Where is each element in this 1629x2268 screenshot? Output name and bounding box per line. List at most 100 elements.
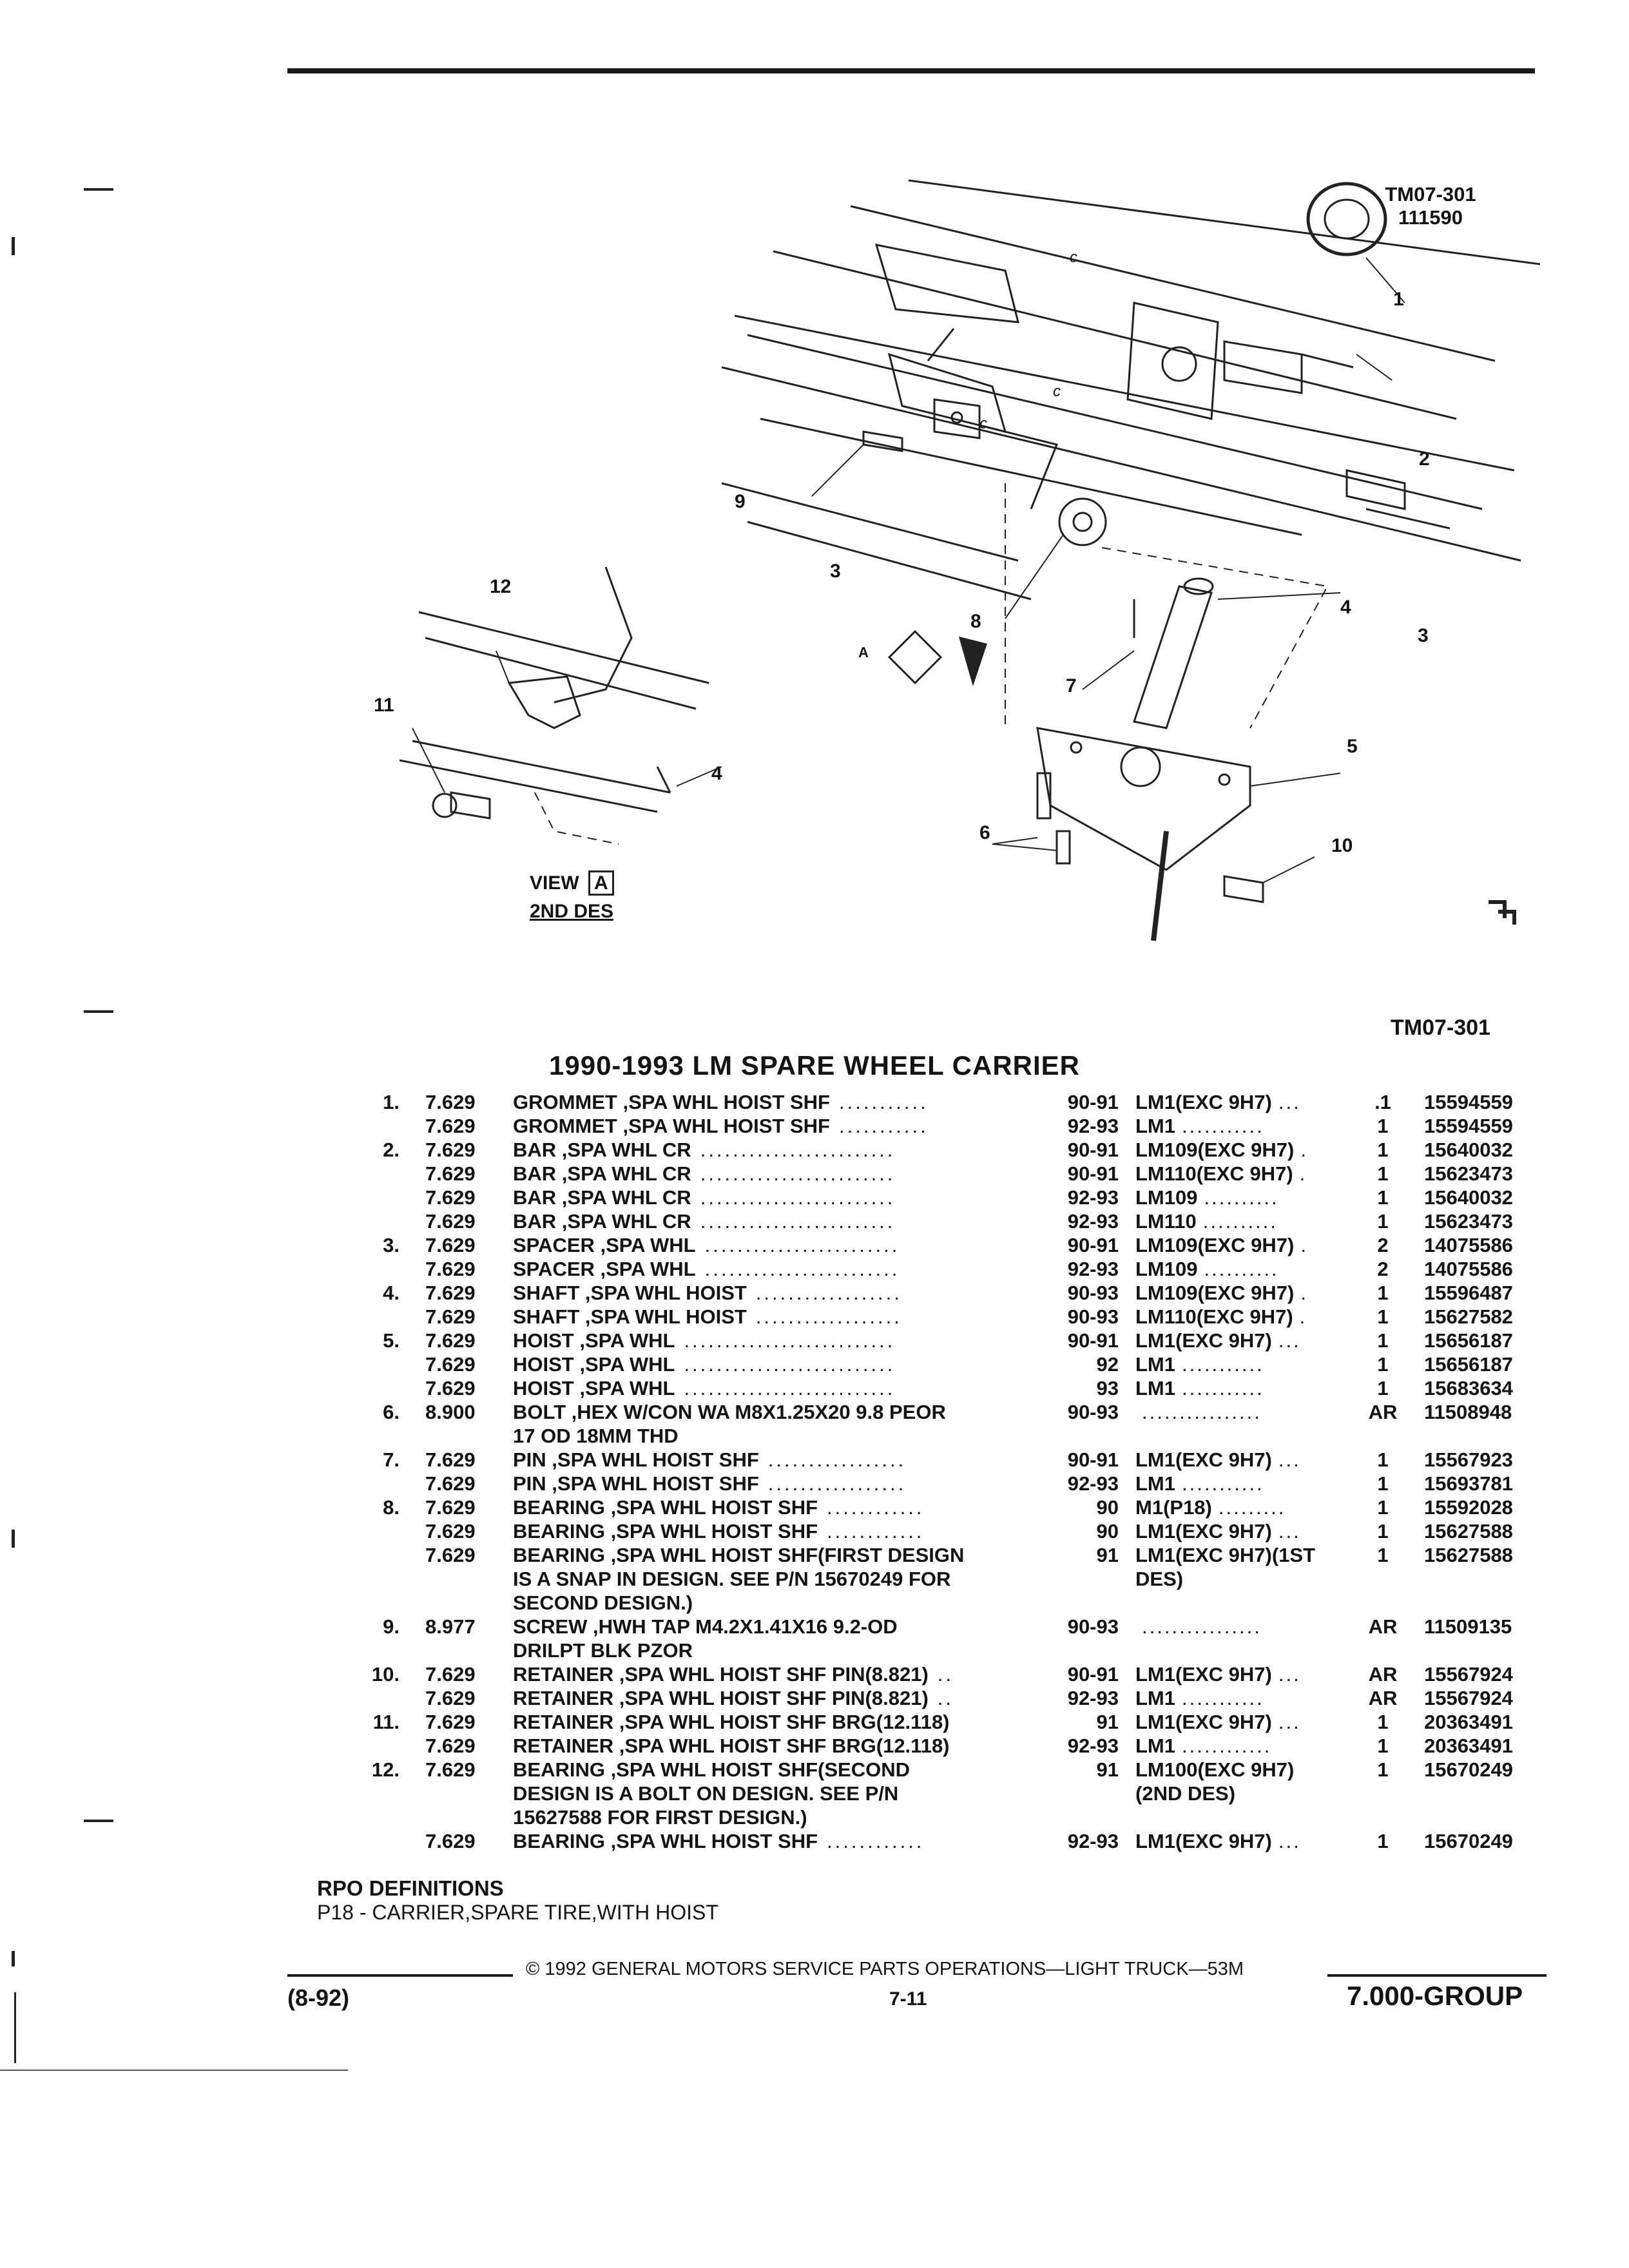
model-code-text: LM1(EXC 9H7) [1135, 1711, 1272, 1733]
small-label: c [1070, 249, 1077, 266]
part-description: BOLT ,HEX W/CON WA M8X1.25X20 9.8 PEOR [513, 1400, 1041, 1424]
model-years: 90-91 [1067, 1091, 1119, 1113]
model-code: LM1............ [1135, 1734, 1358, 1758]
callout-12: 12 [490, 576, 512, 597]
leader-dots: ........... [1182, 1115, 1264, 1137]
model-code: LM109(EXC 9H7). [1135, 1233, 1358, 1257]
part-description: RETAINER ,SPA WHL HOIST SHF PIN(8.821).. [513, 1662, 1041, 1686]
part-number: 11509135 [1424, 1615, 1512, 1638]
quantity: 2 [1377, 1258, 1389, 1280]
model-years: 90-93 [1067, 1615, 1119, 1638]
model-code-text: DES) [1135, 1568, 1184, 1590]
part-description: HOIST ,SPA WHL.......................... [513, 1376, 1041, 1400]
callout-6: 6 [979, 822, 990, 843]
group-number: 7.629 [425, 1234, 476, 1256]
part-number: 15567924 [1424, 1687, 1513, 1709]
model-code: LM1........... [1135, 1352, 1358, 1376]
model-code-text: LM1(EXC 9H7) [1135, 1520, 1272, 1542]
quantity: 1 [1377, 1162, 1389, 1185]
item-number: 3. [383, 1234, 400, 1256]
table-row: DRILPT BLK PZOR [0, 1639, 1629, 1662]
part-number: 15567924 [1424, 1663, 1513, 1686]
model-code: LM1(EXC 9H7)... [1135, 1662, 1358, 1686]
margin-mark [12, 1530, 15, 1548]
model-years: 90-91 [1067, 1139, 1119, 1161]
model-code: LM110(EXC 9H7). [1135, 1305, 1358, 1329]
part-description: BEARING ,SPA WHL HOIST SHF............ [513, 1829, 1041, 1853]
part-number: 14075586 [1424, 1258, 1513, 1280]
model-years: 90-91 [1067, 1448, 1119, 1471]
model-code-text: LM110(EXC 9H7) [1135, 1162, 1293, 1185]
model-code-text: LM1(EXC 9H7) [1135, 1091, 1272, 1113]
group-number: 7.629 [425, 1687, 476, 1709]
quantity: 1 [1377, 1282, 1389, 1304]
part-description-text: HOIST ,SPA WHL [513, 1353, 675, 1376]
part-description: PIN ,SPA WHL HOIST SHF................. [513, 1472, 1041, 1495]
model-code: LM100(EXC 9H7) [1135, 1758, 1358, 1782]
group-number: 7.629 [425, 1496, 476, 1519]
model-code-text: LM109(EXC 9H7) [1135, 1282, 1295, 1304]
quantity: 1 [1377, 1448, 1389, 1471]
group-number: 7.629 [425, 1139, 476, 1161]
group-number: 7.629 [425, 1758, 476, 1781]
leader-dots: ........................ [700, 1210, 896, 1233]
quantity: 2 [1377, 1234, 1389, 1256]
model-code: LM1(EXC 9H7)... [1135, 1829, 1358, 1853]
leader-dots: ........................ [700, 1162, 896, 1185]
model-code-text: LM100(EXC 9H7) [1135, 1758, 1295, 1781]
small-label: c [979, 415, 987, 432]
view-letter-box: A [588, 870, 614, 896]
leader-dots: .. [937, 1663, 954, 1686]
leader-dots: .......................... [684, 1377, 896, 1399]
model-code-text: LM109(EXC 9H7) [1135, 1139, 1295, 1161]
leader-dots: ........................ [700, 1186, 896, 1209]
part-description: SHAFT ,SPA WHL HOIST.................. [513, 1281, 1041, 1305]
group-number: 7.629 [425, 1353, 476, 1376]
part-number: 20363491 [1424, 1711, 1513, 1733]
part-description-text: BAR ,SPA WHL CR [513, 1162, 691, 1185]
rpo-definition: P18 - CARRIER,SPARE TIRE,WITH HOIST [317, 1901, 718, 1924]
model-code-text: M1(P18) [1135, 1496, 1212, 1519]
group-number: 7.629 [425, 1663, 476, 1686]
part-number: 15656187 [1424, 1329, 1513, 1352]
quantity: AR [1368, 1615, 1398, 1638]
leader-dots: ................ [1142, 1615, 1262, 1638]
callout-4: 4 [711, 763, 722, 784]
leader-dots: .......................... [684, 1329, 896, 1352]
quantity: 1 [1377, 1377, 1389, 1399]
callout-1: 1 [1393, 289, 1404, 310]
footer-date: (8-92) [287, 1984, 350, 2011]
model-years: 92-93 [1067, 1115, 1119, 1137]
part-number: 15596487 [1424, 1282, 1513, 1304]
part-description: RETAINER ,SPA WHL HOIST SHF BRG(12.118) [513, 1734, 1041, 1758]
part-description-text: SHAFT ,SPA WHL HOIST [513, 1282, 747, 1304]
model-code [1135, 1639, 1358, 1662]
part-description: 17 OD 18MM THD [513, 1424, 1041, 1448]
leader-dots: .................. [755, 1305, 902, 1328]
part-description: HOIST ,SPA WHL.......................... [513, 1352, 1041, 1376]
part-number: 15627582 [1424, 1305, 1513, 1328]
margin-mark [12, 1951, 15, 1966]
quantity: 1 [1377, 1329, 1389, 1352]
part-description: BAR ,SPA WHL CR........................ [513, 1138, 1041, 1162]
model-code: LM1(EXC 9H7)(1ST [1135, 1543, 1358, 1567]
leader-dots: ................. [767, 1448, 907, 1471]
model-years: 92-93 [1067, 1472, 1119, 1495]
model-years: 93 [1096, 1377, 1119, 1399]
part-description-text: GROMMET ,SPA WHL HOIST SHF [513, 1091, 830, 1113]
part-description-text: BAR ,SPA WHL CR [513, 1210, 691, 1233]
model-code: LM1........... [1135, 1376, 1358, 1400]
callout-11: 11 [374, 695, 394, 716]
part-description: BAR ,SPA WHL CR........................ [513, 1162, 1041, 1186]
part-description-text: BEARING ,SPA WHL HOIST SHF [513, 1830, 818, 1852]
part-description-text: SCREW ,HWH TAP M4.2X1.41X16 9.2-OD [513, 1615, 898, 1638]
leader-dots: ... [1278, 1448, 1301, 1471]
group-number: 7.629 [425, 1210, 476, 1233]
model-code-text: LM1(EXC 9H7) [1135, 1830, 1272, 1852]
item-number: 10. [371, 1663, 400, 1686]
model-code: ................ [1135, 1615, 1358, 1639]
part-description-text: GROMMET ,SPA WHL HOIST SHF [513, 1115, 830, 1137]
